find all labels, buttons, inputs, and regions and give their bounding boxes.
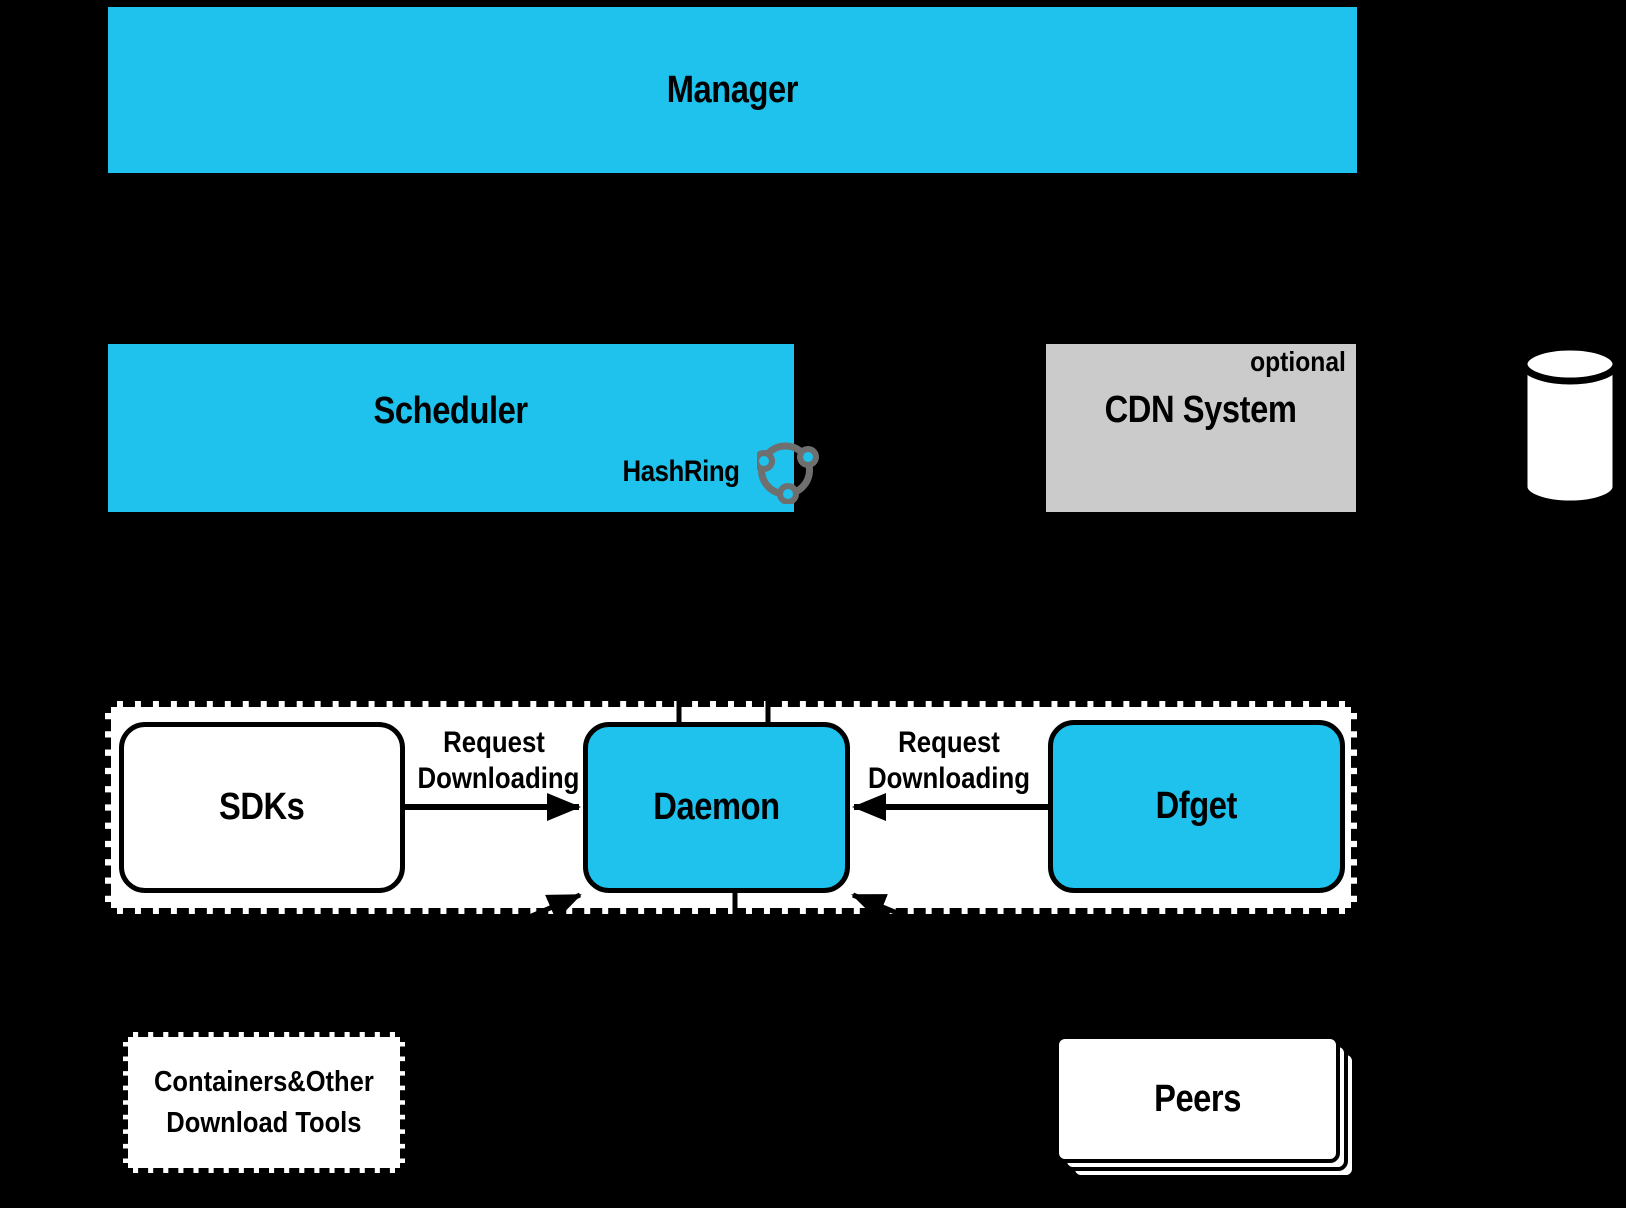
peers-label: Peers (1154, 1077, 1241, 1120)
request-label-line2: Downloading (417, 762, 580, 795)
sdks-label: SDKs (219, 786, 305, 828)
request-downloading-label-dfget: Request Downloading (865, 725, 1034, 797)
peers-box: Peers (1055, 1035, 1340, 1163)
hashring-ring-icon (757, 442, 820, 504)
scheduler-label: Scheduler (373, 389, 529, 432)
dfget-box: Dfget (1048, 720, 1345, 893)
dfget-label: Dfget (1155, 785, 1238, 827)
containers-label-line2: Download Tools (166, 1106, 362, 1139)
database-cylinder-icon (1520, 343, 1620, 508)
sdks-box: SDKs (119, 722, 405, 893)
arrow-peers-to-daemon (851, 892, 1198, 1038)
optional-badge: optional (1250, 346, 1346, 377)
hashring-group: HashRing (613, 440, 820, 504)
manager-label: Manager (666, 68, 799, 111)
request-label-line1: Request (898, 726, 1000, 759)
cdn-system-box: optional CDN System (1046, 344, 1356, 512)
request-label-line2: Downloading (868, 762, 1030, 795)
request-label-line1: Request (443, 726, 545, 759)
containers-label-line1: Containers&Other (154, 1065, 374, 1098)
request-downloading-label-sdks: Request Downloading (417, 725, 579, 797)
daemon-box: Daemon (583, 722, 850, 893)
manager-box: Manager (108, 7, 1357, 173)
cdn-system-label: CDN System (1105, 388, 1297, 431)
containers-download-tools-box: Containers&Other Download Tools (123, 1032, 405, 1173)
daemon-label: Daemon (653, 786, 780, 828)
arrow-containers-to-daemon (263, 892, 582, 1035)
hashring-label: HashRing (622, 455, 740, 488)
scheduler-box: Scheduler HashRing (108, 344, 820, 512)
